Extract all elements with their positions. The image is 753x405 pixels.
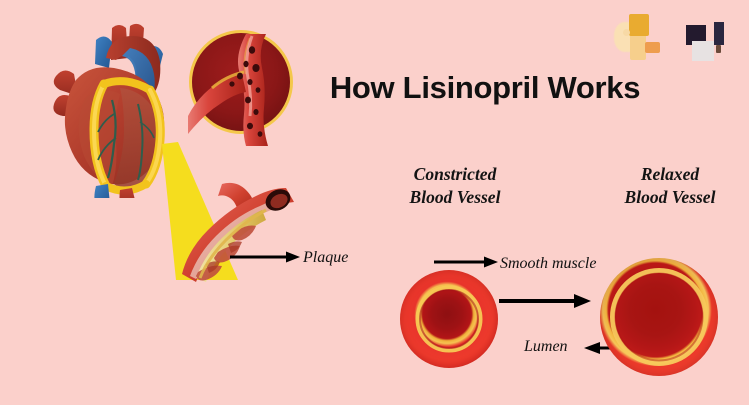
watermark-shape — [645, 42, 660, 53]
lumen-label: Lumen — [524, 338, 568, 355]
constricted-vessel-diagram — [400, 270, 498, 368]
relaxed-heading-line1: Relaxed — [640, 164, 700, 184]
watermark-shape — [623, 29, 630, 36]
watermark-shape — [686, 25, 706, 45]
relaxed-heading-line2: Blood Vessel — [624, 187, 716, 208]
relaxed-vessel-muscle-ring — [610, 268, 708, 366]
anatomical-heart-icon — [53, 23, 165, 198]
arrow-right-icon — [434, 256, 498, 268]
arrow-right-icon — [499, 294, 591, 308]
artery-cross-section-icon — [188, 30, 293, 146]
watermark-shape — [629, 14, 649, 36]
constricted-vessel-muscle-ring — [415, 285, 483, 353]
constricted-heading-line1: Constricted — [413, 164, 497, 184]
plaque-label: Plaque — [303, 249, 349, 266]
page-title: How Lisinopril Works — [329, 70, 641, 105]
watermark-shape — [714, 22, 724, 45]
arrow-right-icon — [230, 251, 300, 263]
plaque-artery-cutaway-icon — [182, 182, 294, 282]
relaxed-vessel-diagram — [600, 258, 718, 376]
watermark-shape — [716, 45, 721, 53]
smooth-muscle-label: Smooth muscle — [500, 255, 597, 272]
constricted-heading-line2: Blood Vessel — [409, 187, 501, 208]
right-edge-strip — [749, 0, 753, 405]
relaxed-vessel-heading: Relaxed Blood Vessel — [585, 163, 753, 209]
constricted-vessel-heading: Constricted Blood Vessel — [370, 163, 540, 209]
watermark-shape — [630, 34, 646, 60]
watermark-shape — [692, 41, 714, 61]
